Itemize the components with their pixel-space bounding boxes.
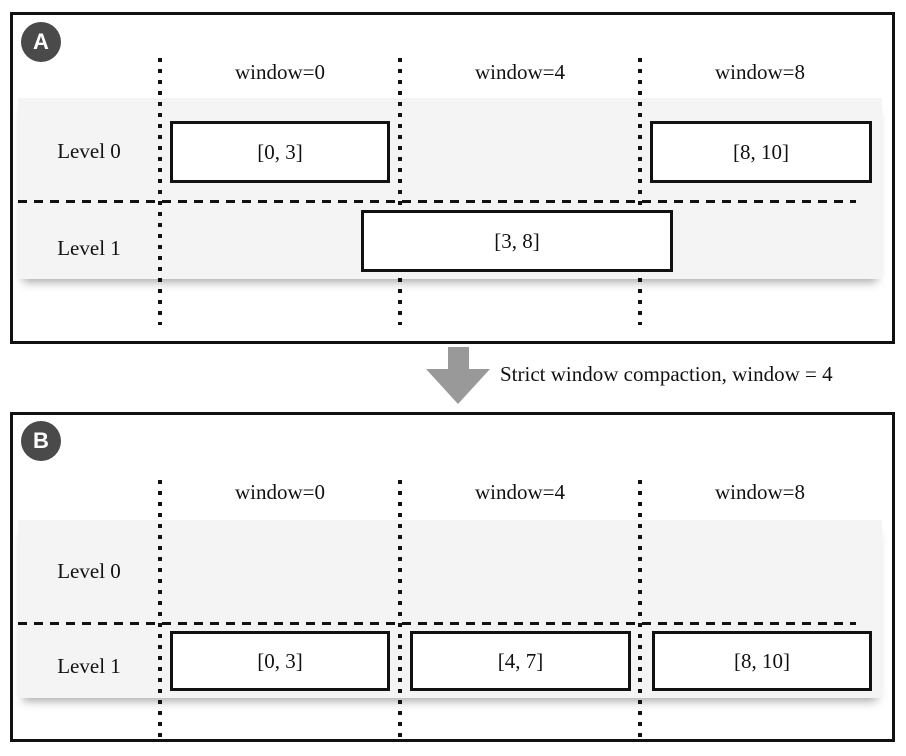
panel-a-badge: A xyxy=(21,22,61,62)
window-divider-dotted-line xyxy=(638,58,642,325)
panel-a-header-window-0: window=0 xyxy=(234,60,325,84)
window-divider-dotted-line xyxy=(158,58,162,325)
panel-b-level-1-label: Level 1 xyxy=(57,654,121,678)
panel-b-header-window-0: window=0 xyxy=(234,480,325,504)
sstable-box: [3, 8] xyxy=(361,210,673,272)
panel-b-badge: B xyxy=(21,421,61,461)
panel-a-header-window-4: window=4 xyxy=(474,60,565,84)
panel-a-level-0-label: Level 0 xyxy=(57,139,121,163)
sstable-box: [0, 3] xyxy=(170,631,390,691)
panel-a-header-window-8: window=8 xyxy=(714,60,805,84)
transition-label: Strict window compaction, window = 4 xyxy=(500,362,833,386)
level-divider-dashed-line xyxy=(18,200,856,203)
down-arrow-icon xyxy=(426,369,490,404)
sstable-box: [4, 7] xyxy=(410,631,631,691)
down-arrow-icon xyxy=(448,347,469,370)
window-divider-dotted-line xyxy=(638,480,642,738)
sstable-box: [8, 10] xyxy=(650,121,872,183)
sstable-box: [8, 10] xyxy=(652,631,872,691)
level-divider-dashed-line xyxy=(18,622,856,625)
panel-b-header-window-8: window=8 xyxy=(714,480,805,504)
window-divider-dotted-line xyxy=(158,480,162,738)
panel-b: B window=0 window=4 window=8 Level 0 Lev… xyxy=(10,412,895,742)
window-divider-dotted-line xyxy=(398,480,402,738)
panel-a-level-1-label: Level 1 xyxy=(57,236,121,260)
window-divider-dotted-line xyxy=(398,58,402,325)
panel-b-level-0-label: Level 0 xyxy=(57,559,121,583)
sstable-box: [0, 3] xyxy=(170,121,390,183)
panel-b-header-window-4: window=4 xyxy=(474,480,565,504)
panel-a: A window=0 window=4 window=8 Level 0 Lev… xyxy=(10,12,895,344)
